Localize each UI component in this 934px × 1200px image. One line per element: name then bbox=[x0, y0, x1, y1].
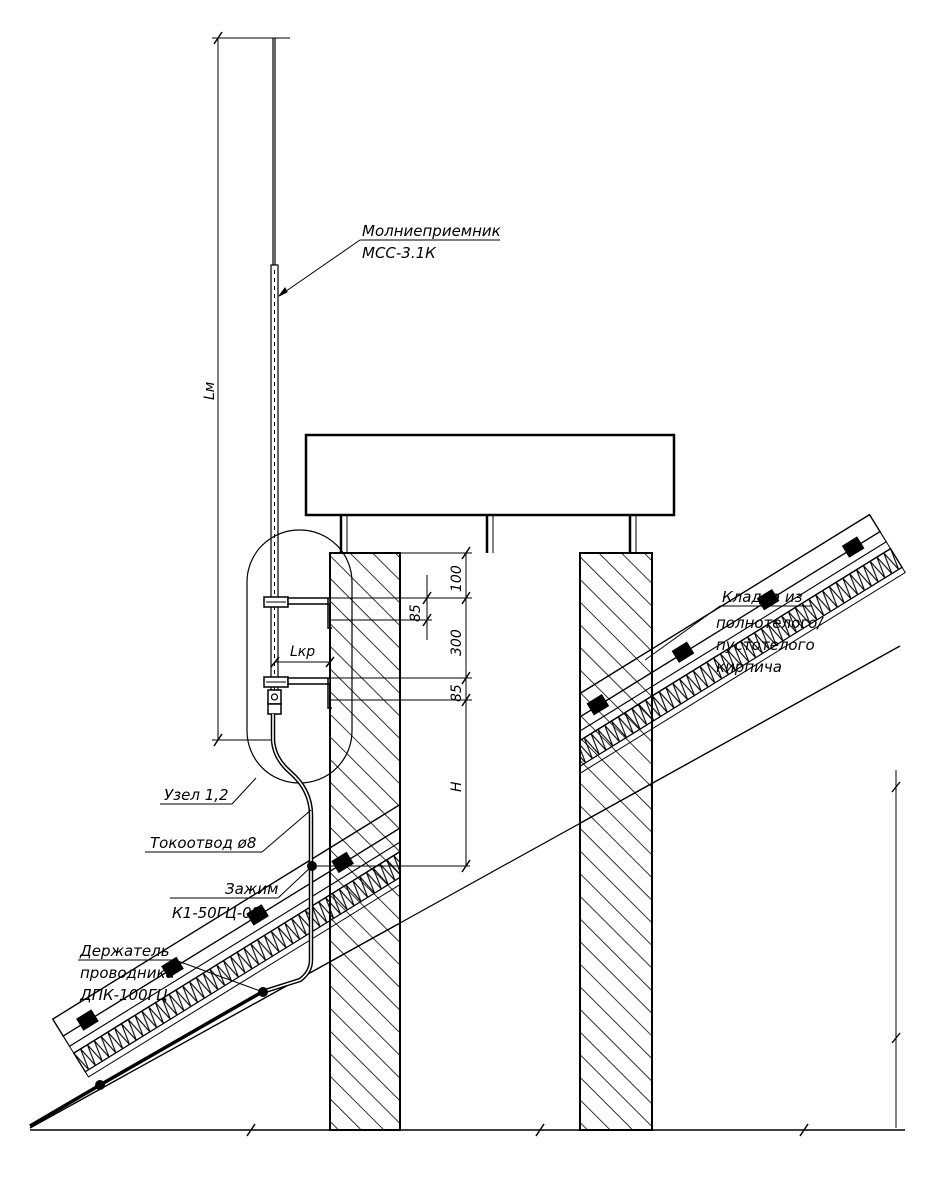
label-masonry-2: полнотелого/ bbox=[716, 614, 824, 632]
chimney bbox=[304, 433, 676, 1131]
label-masonry-3: пустотелого bbox=[716, 636, 815, 654]
ground-line bbox=[30, 770, 905, 1137]
labels: Молниеприемник МСС-3.1К Кладка из полнот… bbox=[79, 222, 824, 1004]
label-masonry-4: кирпича bbox=[716, 658, 782, 676]
chimney-cap bbox=[304, 433, 676, 517]
dim-85-bottom: 85 bbox=[449, 684, 465, 702]
leader-lines bbox=[78, 239, 812, 993]
label-node: Узел 1,2 bbox=[164, 786, 229, 804]
label-holder-2: проводника bbox=[80, 964, 175, 982]
label-lightning-rod-2: МСС-3.1К bbox=[362, 244, 437, 262]
label-down-conductor: Токоотвод ø8 bbox=[150, 834, 256, 852]
label-holder-3: ДПК-100ГЦ bbox=[79, 986, 168, 1004]
dim-bracket-length: Lкр bbox=[290, 644, 315, 660]
dim-mast-length: Lм bbox=[202, 381, 218, 400]
dimension-lines bbox=[212, 31, 472, 873]
dim-100: 100 bbox=[449, 565, 465, 592]
dim-300: 300 bbox=[449, 629, 465, 656]
dim-height: H bbox=[449, 781, 465, 792]
holder-lower bbox=[95, 1080, 105, 1090]
label-lightning-rod-1: Молниеприемник bbox=[362, 222, 501, 240]
dim-85-top: 85 bbox=[408, 604, 424, 622]
label-clamp-2: К1-50ГЦ-02 bbox=[172, 904, 261, 922]
label-holder-1: Держатель bbox=[79, 942, 170, 960]
label-masonry-1: Кладка из bbox=[722, 588, 803, 606]
mast-brackets bbox=[263, 596, 332, 715]
down-conductor bbox=[29, 714, 470, 1128]
label-clamp-1: Зажим bbox=[225, 880, 278, 898]
